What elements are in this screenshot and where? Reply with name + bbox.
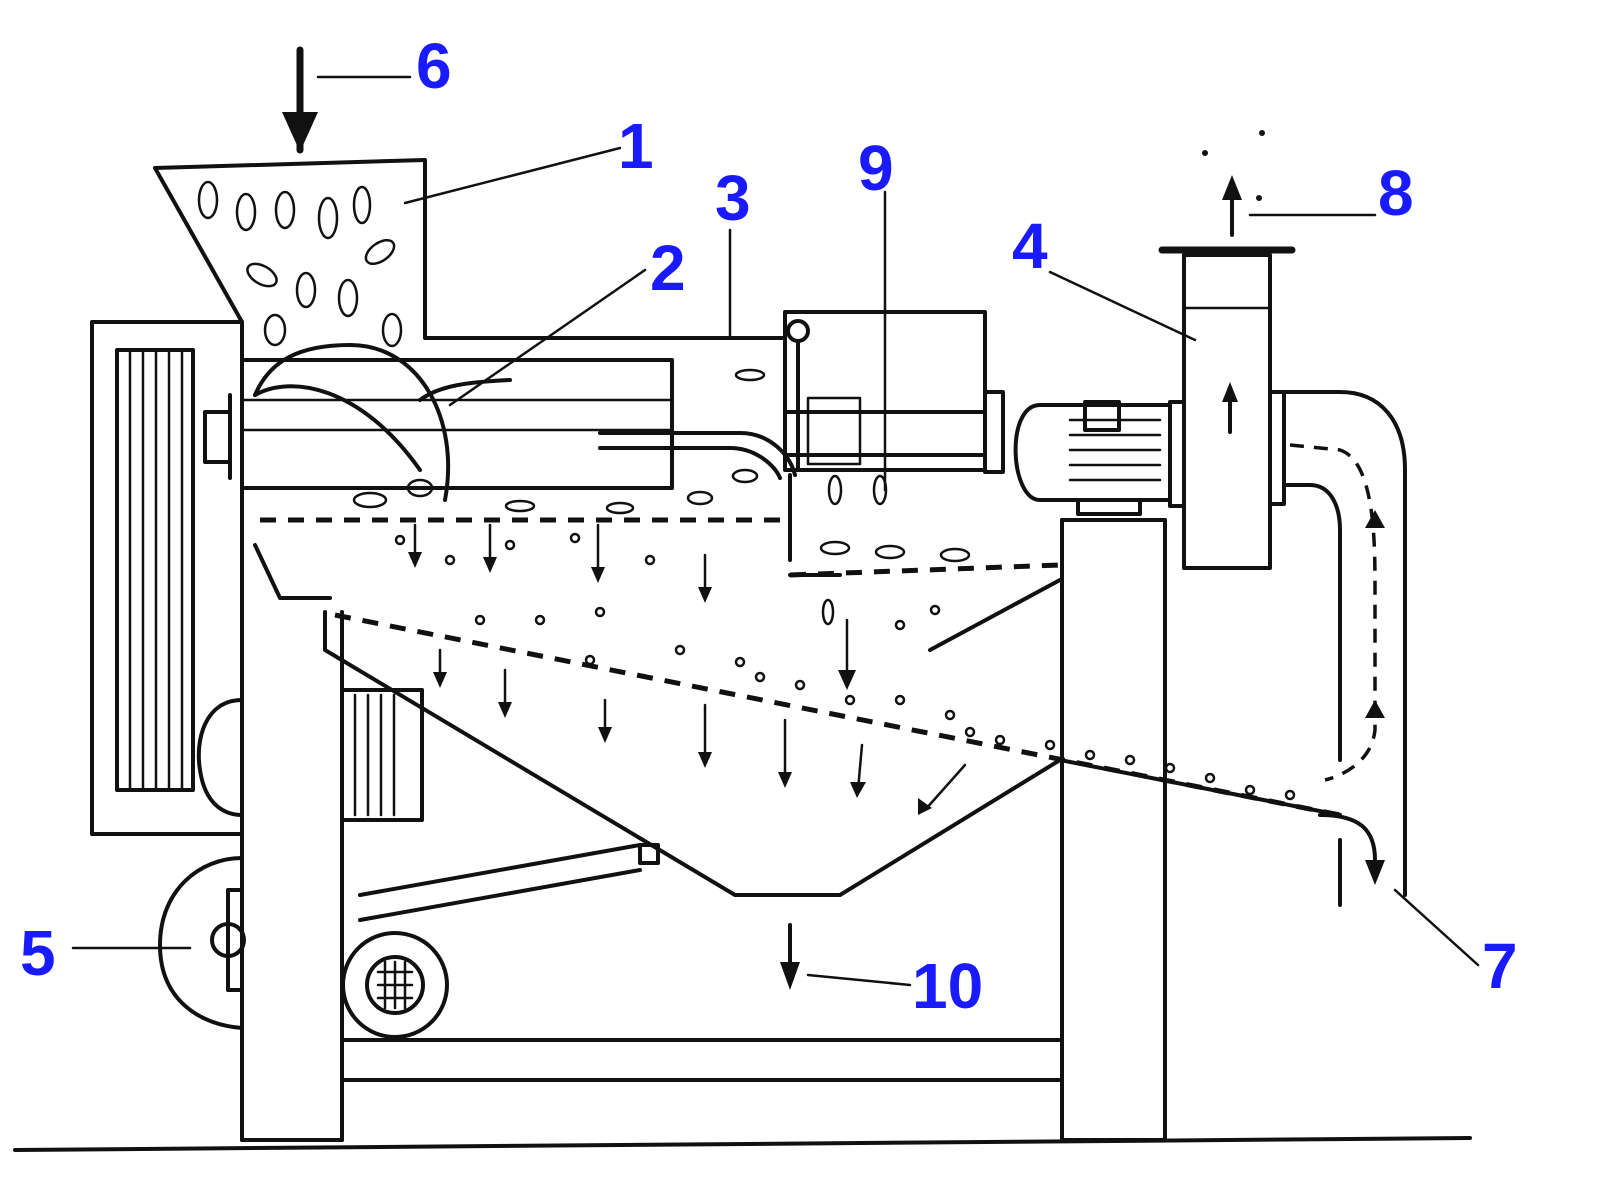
heavy-outlet [1318, 813, 1385, 907]
particles [352, 368, 1296, 801]
discharge-tube [598, 431, 797, 480]
label-10: 10 [912, 950, 983, 1022]
label-3: 3 [715, 162, 751, 234]
feed-arrow [282, 46, 318, 154]
return-duct [1282, 390, 1407, 897]
feed-hopper [153, 158, 787, 348]
upper-screen [253, 517, 1062, 652]
drive-motor [341, 931, 449, 1039]
labels: 1 2 3 4 5 6 7 8 9 10 [20, 30, 1518, 1022]
fan-motor [1013, 400, 1172, 516]
vibrator-motor [340, 688, 642, 922]
leader-lines [71, 75, 1480, 987]
label-2: 2 [650, 232, 686, 304]
label-9: 9 [858, 132, 894, 204]
pulley-5 [158, 856, 246, 1030]
flow-arrows [408, 523, 967, 815]
shaft-housing [783, 310, 1005, 474]
label-5: 5 [20, 917, 56, 989]
label-7: 7 [1482, 930, 1518, 1002]
left-motor-housing [90, 320, 244, 836]
light-fraction-outlet-arrow [780, 923, 800, 990]
label-6: 6 [416, 30, 452, 102]
separation-drum [203, 343, 674, 502]
exhaust-arrow [1202, 130, 1265, 237]
label-8: 8 [1378, 157, 1414, 229]
label-4: 4 [1012, 210, 1048, 282]
lower-screen [323, 610, 1342, 897]
baffle-plate [788, 473, 842, 577]
fan-housing [1158, 246, 1296, 570]
ground-line [13, 1136, 1472, 1152]
label-1: 1 [618, 110, 654, 182]
